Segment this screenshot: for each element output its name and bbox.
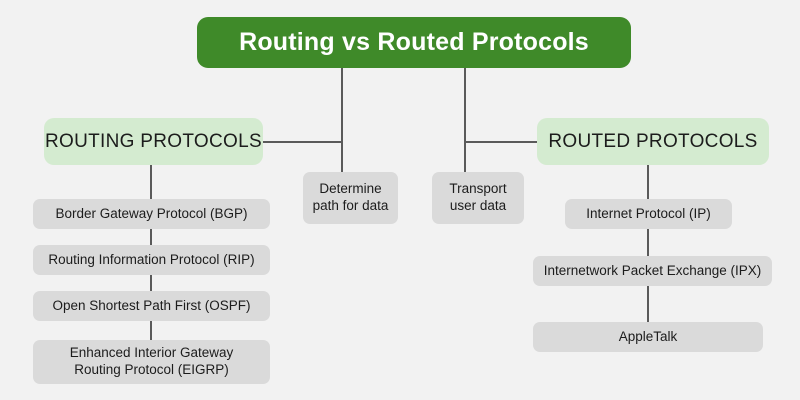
diagram-title: Routing vs Routed Protocols	[197, 17, 631, 68]
routing-protocol-item-ospf-label: Open Shortest Path First (OSPF)	[52, 297, 251, 313]
routed-protocol-item-appletalk-label: AppleTalk	[618, 328, 678, 344]
connector-right-heading-branch	[464, 141, 538, 143]
routing-protocol-item-eigrp-line2: Routing Protocol (EIGRP)	[74, 362, 229, 377]
heading-routed-protocols-label: ROUTED PROTOCOLS	[548, 130, 758, 152]
connector-left-item3-to-item4	[150, 321, 152, 341]
purpose-box-routed-text: Transport user data	[449, 181, 506, 215]
routed-protocol-item-ip-label: Internet Protocol (IP)	[586, 205, 711, 221]
connector-right-item2-to-item3	[647, 286, 649, 323]
heading-routing-protocols[interactable]: ROUTING PROTOCOLS	[44, 118, 263, 165]
routed-protocol-item-appletalk[interactable]: AppleTalk	[533, 322, 763, 352]
connector-left-heading-to-item1	[150, 165, 152, 200]
purpose-box-routing-text: Determine path for data	[313, 181, 389, 215]
connector-right-item1-to-item2	[647, 229, 649, 257]
purpose-box-routed[interactable]: Transport user data	[432, 172, 524, 224]
routing-protocol-item-ospf[interactable]: Open Shortest Path First (OSPF)	[33, 291, 270, 321]
connector-title-to-right-spine	[464, 67, 466, 173]
connector-left-item1-to-item2	[150, 229, 152, 246]
routing-protocol-item-bgp-label: Border Gateway Protocol (BGP)	[55, 205, 248, 221]
routed-protocol-item-ipx[interactable]: Internetwork Packet Exchange (IPX)	[533, 256, 772, 286]
connector-title-to-left-spine	[341, 67, 343, 173]
routing-protocol-item-rip-label: Routing Information Protocol (RIP)	[48, 251, 255, 267]
connector-left-heading-branch	[262, 141, 342, 143]
routing-protocol-item-eigrp-line1: Enhanced Interior Gateway	[69, 345, 234, 361]
routing-protocol-item-rip[interactable]: Routing Information Protocol (RIP)	[33, 245, 270, 275]
routed-protocol-item-ipx-label: Internetwork Packet Exchange (IPX)	[543, 262, 762, 278]
diagram-title-text: Routing vs Routed Protocols	[239, 27, 589, 56]
purpose-routing-line1: Determine	[319, 181, 382, 197]
purpose-routed-line1: Transport	[449, 181, 507, 197]
connector-left-item2-to-item3	[150, 275, 152, 292]
routing-protocol-item-bgp[interactable]: Border Gateway Protocol (BGP)	[33, 199, 270, 229]
routed-protocol-item-ip[interactable]: Internet Protocol (IP)	[565, 199, 732, 229]
heading-routed-protocols[interactable]: ROUTED PROTOCOLS	[537, 118, 769, 165]
purpose-box-routing[interactable]: Determine path for data	[303, 172, 398, 224]
connector-right-heading-to-item1	[647, 165, 649, 200]
purpose-routed-line2: user data	[449, 198, 507, 213]
routing-protocol-item-eigrp[interactable]: Enhanced Interior Gateway Routing Protoc…	[33, 340, 270, 384]
routing-protocol-item-eigrp-text: Enhanced Interior Gateway Routing Protoc…	[70, 345, 234, 379]
heading-routing-protocols-label: ROUTING PROTOCOLS	[45, 130, 262, 152]
purpose-routing-line2: path for data	[312, 198, 389, 213]
